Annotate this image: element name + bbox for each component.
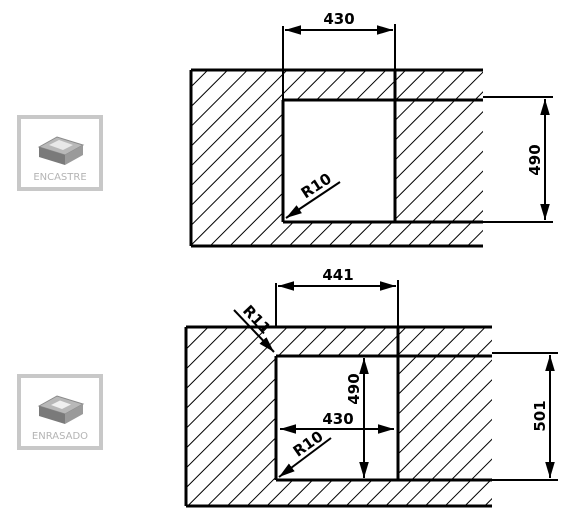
bottom-outer-height-label: 501: [531, 400, 549, 431]
encastre-label: ENCASTRE: [33, 172, 87, 183]
bottom-inner-radius-callout: R10: [278, 427, 332, 478]
bottom-outer-height-dimension: 501: [492, 352, 558, 481]
sink-undermount-icon: [37, 395, 85, 424]
bottom-inner-width-label: 430: [322, 410, 353, 428]
top-countertop-section: [189, 24, 483, 248]
top-width-label: 430: [323, 10, 354, 28]
enrasado-label: ENRASADO: [31, 431, 89, 442]
top-width-dimension: 430: [285, 10, 393, 35]
top-radius-callout: R10: [285, 169, 341, 219]
encastre-badge: ENCASTRE: [17, 115, 103, 191]
enrasado-badge: ENRASADO: [17, 374, 103, 450]
top-height-label: 490: [526, 144, 544, 175]
bottom-inner-height-label: 490: [345, 373, 363, 404]
bottom-inner-width-dimension: 430: [280, 410, 394, 434]
bottom-countertop-section: [184, 280, 492, 508]
bottom-outer-width-dimension: 441: [278, 266, 396, 291]
bottom-inner-height-dimension: 490: [345, 355, 372, 478]
sink-flush-mount-icon: [37, 136, 85, 165]
top-height-dimension: 490: [483, 96, 553, 223]
bottom-outer-width-label: 441: [322, 266, 353, 284]
